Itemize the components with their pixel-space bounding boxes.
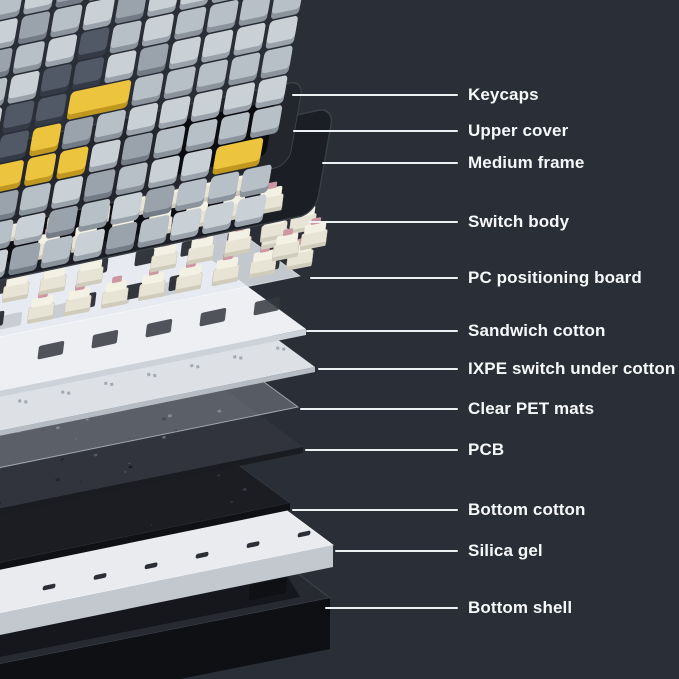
- bottom-cotton-front-face: [0, 503, 290, 570]
- layer-keycaps: [0, 0, 304, 283]
- leader-line-medium-frame: [322, 162, 458, 164]
- sandwich-cotton-front-face: [0, 329, 306, 397]
- leader-line-bottom-cotton: [292, 509, 458, 511]
- label-silica-gel: Silica gel: [468, 541, 543, 560]
- label-pcb: PCB: [468, 440, 505, 459]
- label-medium-frame: Medium frame: [468, 153, 585, 172]
- leader-line-switch-body: [308, 221, 458, 223]
- label-pc-positioning-board: PC positioning board: [468, 268, 642, 287]
- leader-line-clear-pet-mats: [300, 408, 458, 410]
- leader-line-silica-gel: [335, 550, 458, 552]
- leader-line-upper-cover: [293, 130, 458, 132]
- ixpe-front-face: [0, 367, 315, 436]
- silica-gel-front-face: [0, 545, 333, 635]
- leader-line-sandwich-cotton: [306, 330, 458, 332]
- label-bottom-cotton: Bottom cotton: [468, 500, 586, 519]
- pcb-front-face: [0, 447, 303, 515]
- label-ixpe-switch-under-cotton: IXPE switch under cotton: [468, 359, 676, 378]
- leader-line-pc-positioning-board: [310, 277, 458, 279]
- leader-line-pcb: [305, 449, 458, 451]
- leader-line-bottom-shell: [325, 607, 458, 609]
- leader-line-ixpe-switch-under-cotton: [318, 368, 458, 370]
- bottom-shell-front-face: [0, 598, 330, 679]
- leader-line-keycaps: [292, 94, 458, 96]
- label-switch-body: Switch body: [468, 212, 570, 231]
- label-sandwich-cotton: Sandwich cotton: [468, 321, 606, 340]
- label-clear-pet-mats: Clear PET mats: [468, 399, 595, 418]
- label-keycaps: Keycaps: [468, 85, 539, 104]
- label-upper-cover: Upper cover: [468, 121, 569, 140]
- bottom-shell-connector-nub: [248, 577, 287, 601]
- label-bottom-shell: Bottom shell: [468, 598, 573, 617]
